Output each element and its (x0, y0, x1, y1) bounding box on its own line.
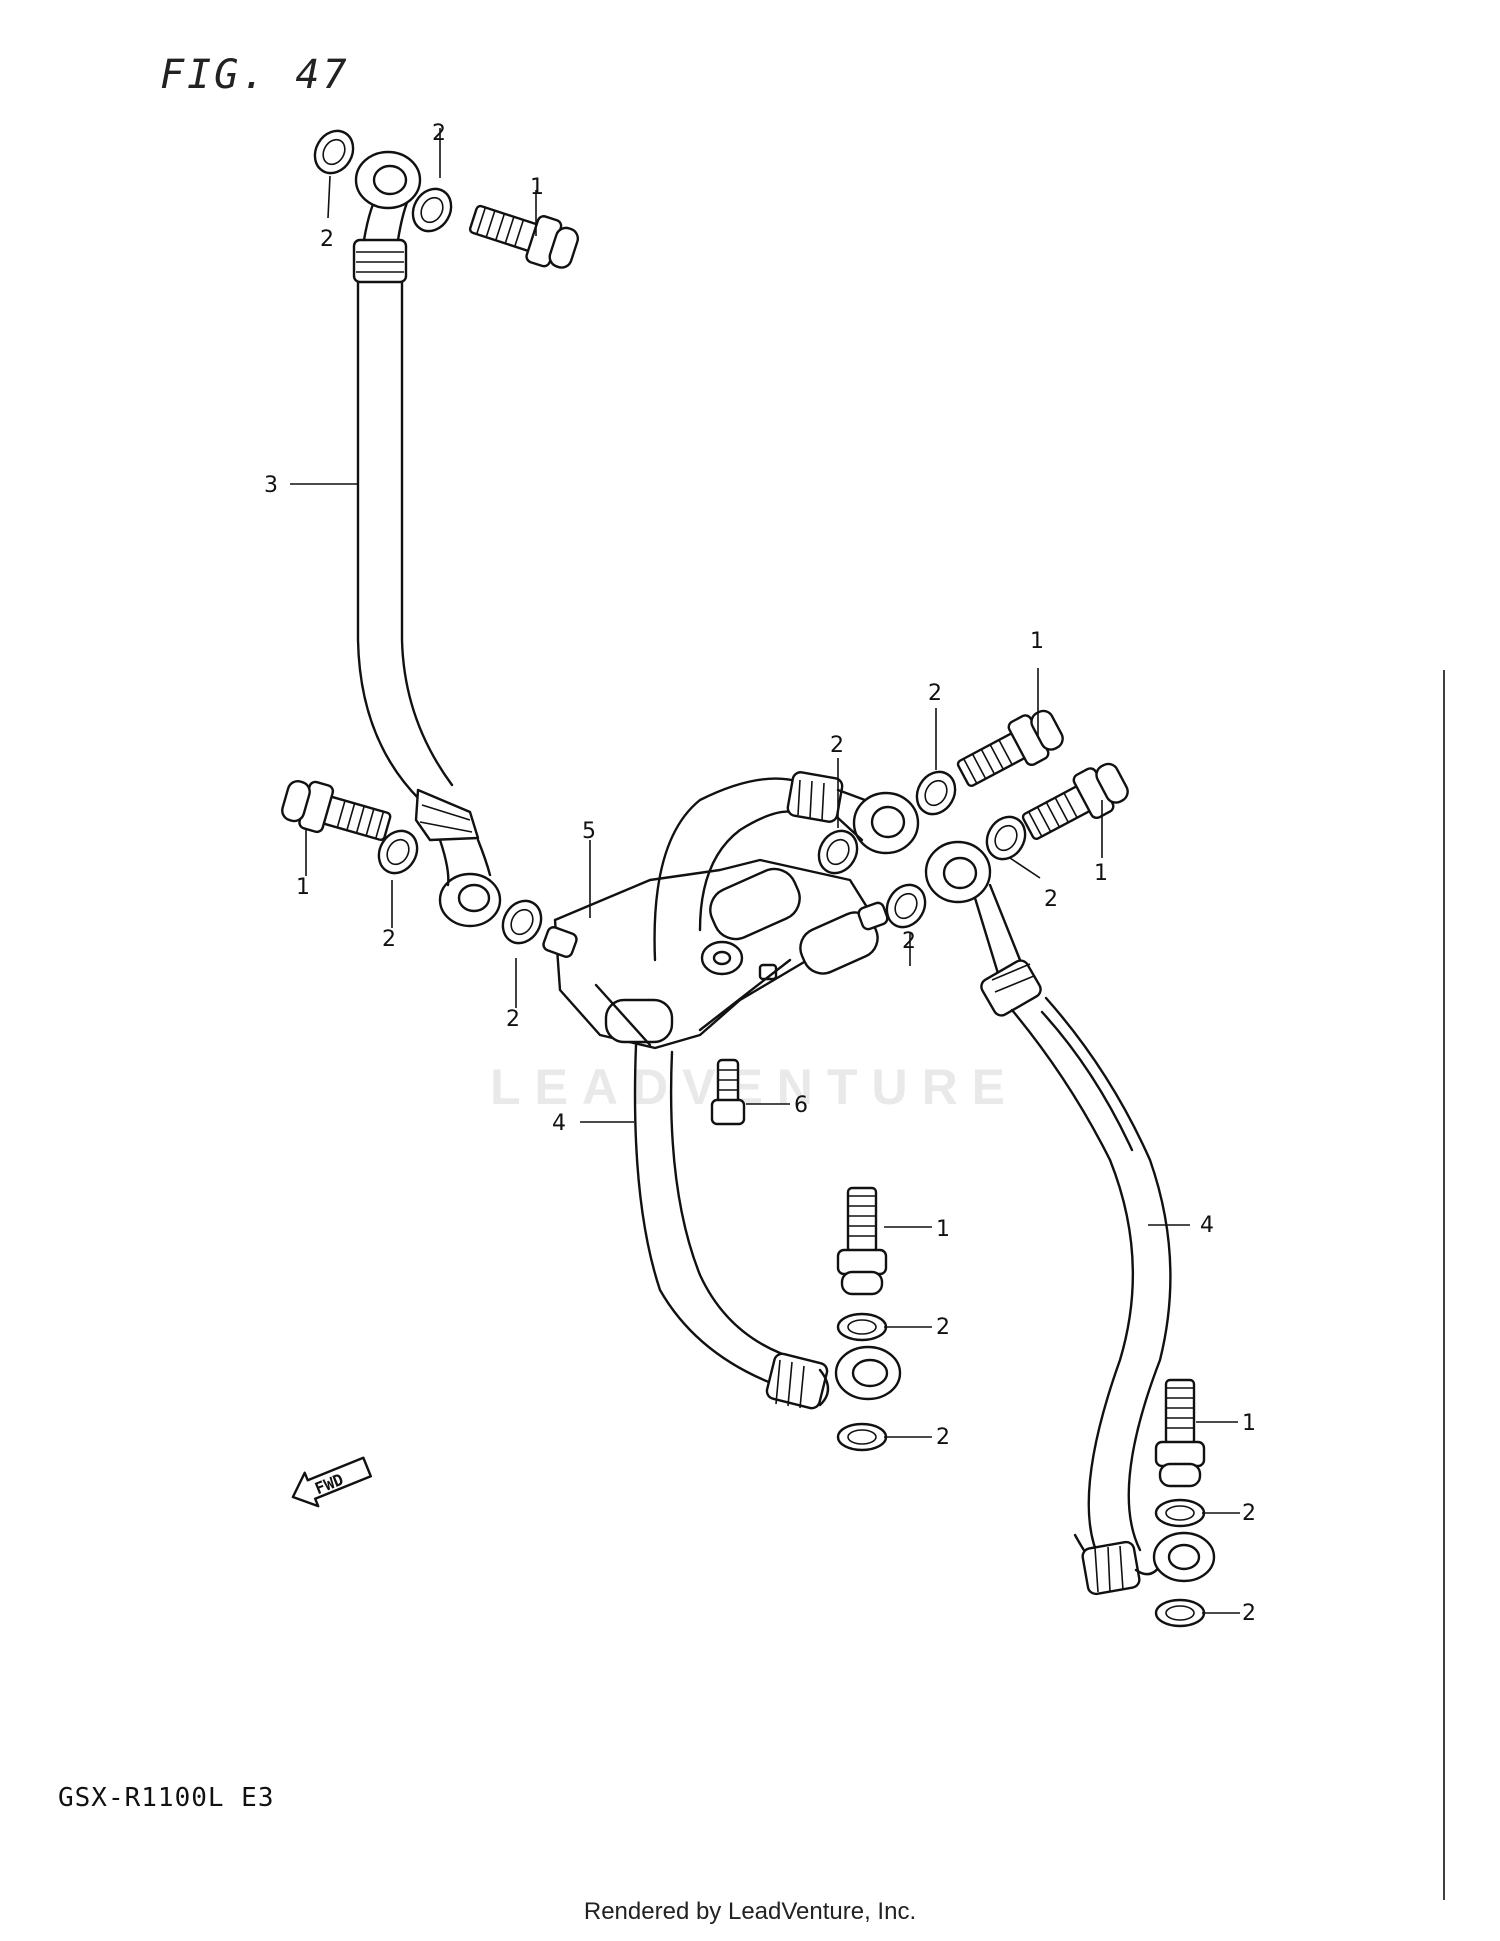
gasket-2-d[interactable] (495, 894, 548, 950)
callout: 1 (1094, 861, 1108, 886)
figure-title: FIG. 47 (160, 52, 350, 98)
union-bolt-1-lower[interactable] (1154, 1378, 1206, 1488)
hose-joint-5[interactable] (542, 858, 889, 1050)
callout: 2 (320, 227, 334, 252)
gasket-2-a[interactable] (307, 124, 360, 180)
callout: 1 (936, 1217, 950, 1242)
bleeder-screw-6[interactable] (710, 1058, 746, 1126)
gasket-2-j[interactable] (836, 1422, 888, 1452)
callout: 2 (1044, 887, 1058, 912)
callout: 1 (1030, 629, 1044, 654)
callout: 2 (830, 733, 844, 758)
brake-hose-4-left[interactable] (633, 1043, 902, 1410)
forward-arrow-icon: FWD (291, 1456, 373, 1508)
gasket-2-c[interactable] (371, 824, 424, 880)
callout: 4 (552, 1111, 566, 1136)
gasket-2-k[interactable] (1154, 1498, 1206, 1528)
gasket-2-i[interactable] (836, 1312, 888, 1342)
union-bolt-1-upper-right-a[interactable] (952, 704, 1068, 796)
callout: 2 (432, 121, 446, 146)
gasket-2-l[interactable] (1154, 1598, 1206, 1628)
footer-text: Rendered by LeadVenture, Inc. (583, 1898, 917, 1925)
brake-hose-3[interactable] (352, 150, 502, 928)
callout: 6 (794, 1093, 808, 1118)
callout: 2 (506, 1007, 520, 1032)
crossover-hose[interactable] (653, 771, 920, 962)
union-bolt-1-top[interactable] (466, 196, 582, 274)
callout: 3 (264, 473, 278, 498)
gasket-2-g[interactable] (879, 878, 932, 934)
gasket-2-b[interactable] (405, 182, 458, 238)
gasket-2-f[interactable] (909, 765, 962, 821)
callout: 1 (1242, 1411, 1256, 1436)
gasket-2-e[interactable] (811, 824, 864, 880)
callout: 2 (1242, 1501, 1256, 1526)
callout: 5 (582, 819, 596, 844)
gasket-2-h[interactable] (979, 810, 1032, 866)
callout: 4 (1200, 1213, 1214, 1238)
leader-lines (290, 128, 1240, 1614)
callout: 2 (936, 1425, 950, 1450)
brake-hose-4-right[interactable] (924, 840, 1216, 1596)
callout: 2 (382, 927, 396, 952)
callout-labels: 1 2 2 3 1 2 2 5 1 2 2 2 2 1 4 6 1 2 2 4 … (264, 121, 1256, 1626)
union-bolt-1-mid[interactable] (836, 1186, 888, 1296)
watermark: LEADVENTURE (490, 1059, 1020, 1115)
callout: 1 (296, 875, 310, 900)
model-code: GSX-R1100L E3 (58, 1783, 275, 1813)
callout: 2 (1242, 1601, 1256, 1626)
callout: 2 (902, 929, 916, 954)
union-bolt-1-upper-right-b[interactable] (1017, 757, 1133, 849)
callout: 1 (530, 175, 544, 200)
callout: 2 (928, 681, 942, 706)
callout: 2 (936, 1315, 950, 1340)
union-bolt-1-left[interactable] (279, 775, 394, 850)
